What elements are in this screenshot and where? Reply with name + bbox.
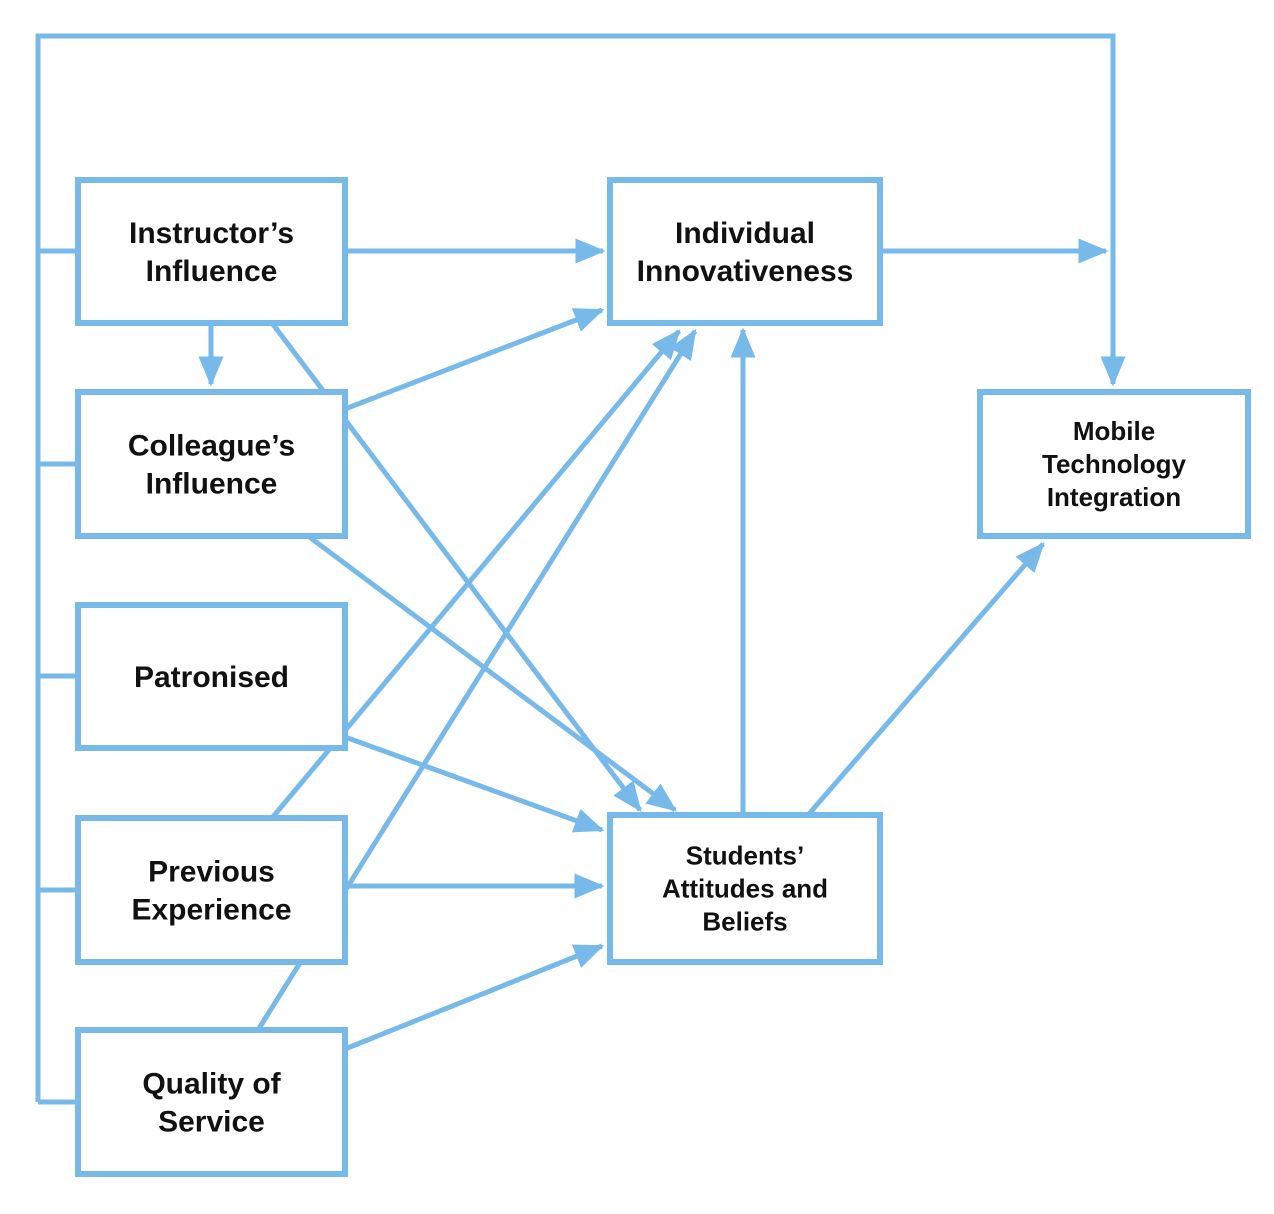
node-mobile-technology-integration-box xyxy=(977,389,1251,539)
node-patronised-box xyxy=(75,602,348,751)
edge-colleagues-to-students xyxy=(306,533,678,813)
node-patronised: Patronised xyxy=(75,602,348,751)
edge-patronised-to-students xyxy=(344,734,605,833)
edge-quality-to-students xyxy=(344,943,605,1052)
node-colleagues-influence-box xyxy=(75,389,348,539)
edge-colleagues-to-individual xyxy=(344,307,605,412)
node-previous-experience-box xyxy=(75,815,348,965)
node-quality-of-service-box xyxy=(75,1027,348,1177)
node-students-attitudes-beliefs-box xyxy=(607,812,883,965)
edges-layer xyxy=(35,33,1126,1105)
node-patronised-label: Patronised xyxy=(134,661,289,694)
node-instructors-influence-box xyxy=(75,177,348,326)
node-individual-innovativeness-box xyxy=(607,177,883,326)
edge-trunk-to-mobile xyxy=(35,33,1126,1102)
edge-students-to-mobile xyxy=(806,542,1045,817)
